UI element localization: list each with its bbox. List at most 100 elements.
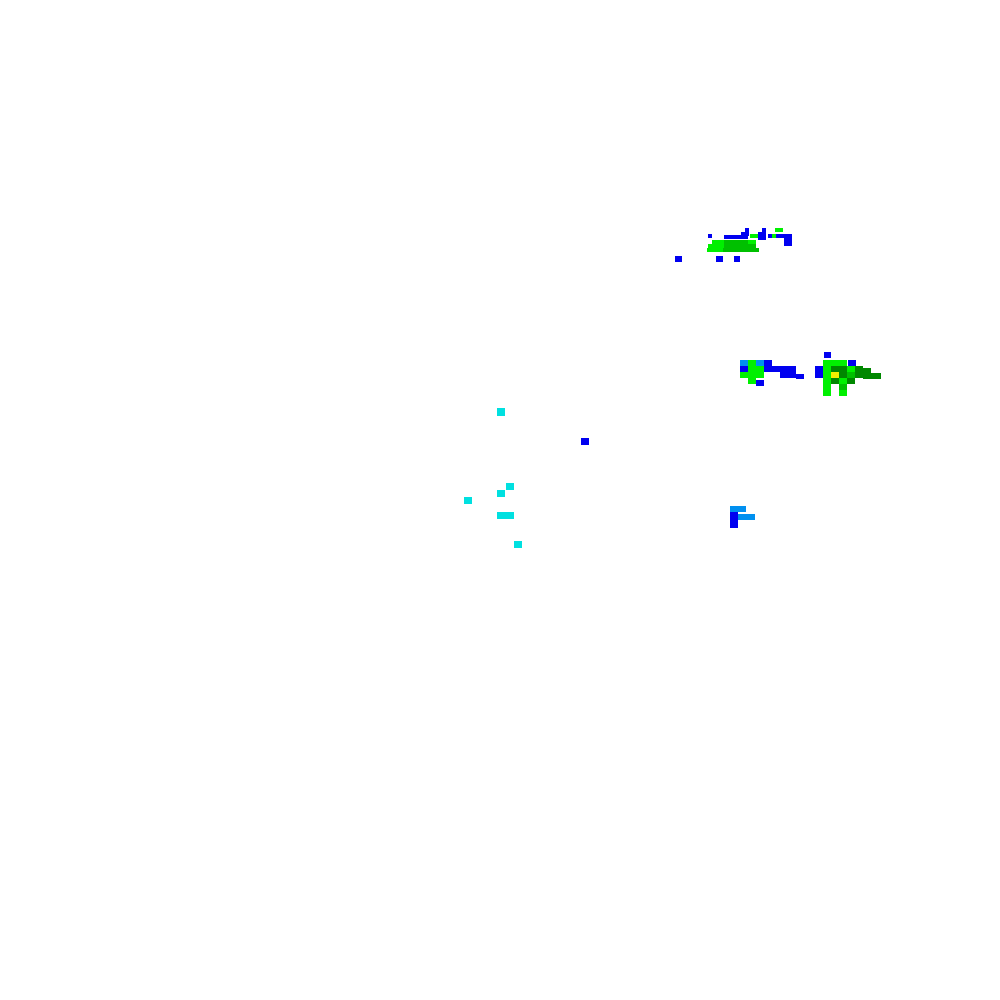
radar-echo-cell [796,374,804,379]
radar-echo-cell [740,360,748,366]
radar-echo-cell [752,240,756,244]
radar-echo-cell [497,408,505,416]
radar-echo-cell [756,360,764,366]
radar-echo-cell [744,235,748,239]
radar-echo-cell [815,372,823,378]
radar-echo-cell [871,373,881,379]
radar-echo-cell [745,228,749,232]
radar-echo-cell [848,360,856,366]
radar-echo-cell [732,244,736,248]
radar-echo-cell [780,234,784,238]
radar-echo-cell [748,366,756,372]
radar-echo-cell [732,235,736,239]
radar-echo-cell [745,232,749,236]
radar-echo-cell [736,244,740,248]
radar-echo-cell [784,242,788,246]
radar-echo-cell [497,490,505,497]
radar-echo-cell [744,240,748,244]
radar-echo-cell [788,242,792,246]
radar-echo-cell [720,240,724,244]
radar-echo-cell [847,372,855,378]
radar-echo-cell [744,244,748,248]
radar-echo-cell [772,366,780,372]
radar-echo-cell [746,514,755,520]
radar-echo-cell [740,244,744,248]
radar-echo-cell [831,360,839,366]
radar-echo-cell [711,248,715,252]
radar-echo-cell [707,248,711,252]
radar-echo-cell [784,238,788,242]
radar-echo-cell [768,234,772,238]
radar-echo-cell [732,240,736,244]
radar-echo-cell [779,228,783,232]
radar-echo-cell [723,248,727,252]
radar-echo-cell [758,236,762,240]
radar-echo-cell [748,378,756,384]
radar-echo-cell [497,512,505,519]
radar-echo-cell [740,366,748,372]
radar-echo-cell [764,366,772,372]
radar-echo-cell [788,234,792,238]
radar-echo-cell [734,256,740,262]
radar-echo-cell [506,483,514,490]
radar-echo-cell [741,232,745,236]
radar-echo-cell [751,248,755,252]
radar-echo-cell [712,244,716,248]
radar-echo-cell [736,235,740,239]
radar-echo-cell [756,380,764,386]
radar-echo-cell [731,248,735,252]
radar-echo-cell [788,238,792,242]
radar-echo-cell [743,248,747,252]
radar-echo-cell [839,360,847,366]
radar-echo-cell [735,248,739,252]
radar-echo-cell [831,372,839,378]
radar-echo-cell [776,234,780,238]
radar-echo-cell [728,244,732,248]
radar-echo-cell [839,378,847,384]
radar-echo-cell [730,506,738,512]
radar-echo-cell [772,234,776,238]
radar-echo-cell [823,384,831,390]
radar-echo-cell [730,512,738,518]
radar-echo-cell [728,235,732,239]
radar-echo-cell [775,228,779,232]
radar-echo-cell [839,372,847,378]
radar-echo-cell [762,236,766,240]
radar-echo-cell [762,232,766,236]
radar-echo-cell [823,372,831,378]
radar-echo-cell [716,244,720,248]
radar-echo-cell [788,366,796,372]
radar-echo-cell [780,372,788,378]
radar-echo-cell [831,378,839,384]
radar-echo-cell [788,372,796,378]
radar-echo-cell [831,366,839,372]
radar-echo-cell [784,234,788,238]
radar-echo-cell [716,240,720,244]
radar-echo-cell [728,240,732,244]
radar-echo-cell [762,228,766,232]
radar-echo-cell [720,244,724,248]
radar-echo-cell [736,240,740,244]
radar-echo-cell [863,373,871,379]
radar-echo-cell [815,366,823,372]
radar-echo-cell [505,512,514,519]
radar-echo-cell [824,352,831,358]
radar-echo-cell [780,366,788,372]
radar-echo-cell [756,372,764,378]
radar-echo-cell [756,366,764,372]
radar-echo-cell [712,240,716,244]
radar-echo-cell [715,248,719,252]
radar-echo-cell [847,366,855,372]
radar-echo-cell [752,244,756,248]
radar-echo-cell [823,390,831,396]
radar-echo-cell [724,240,728,244]
radar-echo-cell [758,232,762,236]
radar-echo-cell [748,372,756,378]
radar-echo-cell [754,234,758,238]
radar-echo-cell [581,438,589,445]
radar-echo-cell [727,248,731,252]
radar-echo-cell [716,256,723,262]
radar-echo-cell [764,360,772,366]
radar-echo-cell [740,240,744,244]
